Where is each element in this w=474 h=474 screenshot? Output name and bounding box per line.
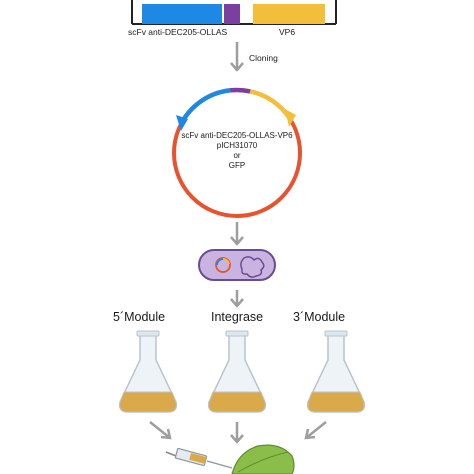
module-center-label: Integrase bbox=[211, 310, 264, 324]
plasmid-label-line2: pICH31070 bbox=[216, 141, 258, 150]
arrow-left-flask bbox=[149, 421, 171, 439]
leaf-icon bbox=[231, 444, 295, 474]
infiltration-arrows bbox=[149, 421, 327, 444]
culture-center bbox=[208, 391, 266, 413]
flask-center bbox=[207, 330, 267, 413]
plasmid bbox=[172, 87, 302, 218]
plasmid-label-line1: scFv anti-DEC205-OLLAS-VP6 bbox=[181, 131, 293, 140]
bacterium-plasmid bbox=[215, 257, 231, 273]
ollas-segment bbox=[224, 4, 240, 24]
construct-label: scFv anti-DEC205-OLLAS bbox=[128, 27, 228, 37]
plasmid-scfv-arc bbox=[179, 88, 231, 125]
plasmid-arrowhead-right bbox=[285, 109, 296, 127]
flask-right bbox=[306, 330, 366, 413]
plasmid-label-line4: GFP bbox=[228, 161, 246, 170]
syringe-icon bbox=[165, 447, 233, 469]
transform-arrow bbox=[230, 222, 244, 246]
plasmid-ollas-arc bbox=[230, 87, 251, 94]
scfv-segment bbox=[142, 4, 222, 24]
split-arrow bbox=[230, 290, 244, 308]
plasmid-label: scFv anti-DEC205-OLLAS-VP6 pICH31070 or … bbox=[167, 131, 307, 171]
flask-left bbox=[118, 330, 178, 413]
plasmid-vp6-arc bbox=[249, 89, 293, 121]
module-left-label: 5´Module bbox=[113, 310, 166, 324]
culture-left bbox=[119, 391, 177, 413]
cloning-label: Cloning bbox=[249, 53, 278, 63]
vp6-label: VP6 bbox=[279, 27, 296, 37]
module-right-label: 3´Module bbox=[293, 310, 346, 324]
arrow-right-flask bbox=[305, 421, 327, 439]
bacterium bbox=[198, 249, 276, 281]
bacterium-chromosome bbox=[240, 256, 265, 278]
plasmid-label-line3: or bbox=[233, 151, 241, 160]
vp6-segment bbox=[253, 4, 325, 24]
bacterium-body bbox=[198, 249, 276, 281]
plasmid-arrowhead-left bbox=[176, 115, 188, 131]
cloning-arrow bbox=[230, 42, 244, 72]
culture-right bbox=[307, 391, 365, 413]
gene-construct bbox=[131, 0, 337, 25]
